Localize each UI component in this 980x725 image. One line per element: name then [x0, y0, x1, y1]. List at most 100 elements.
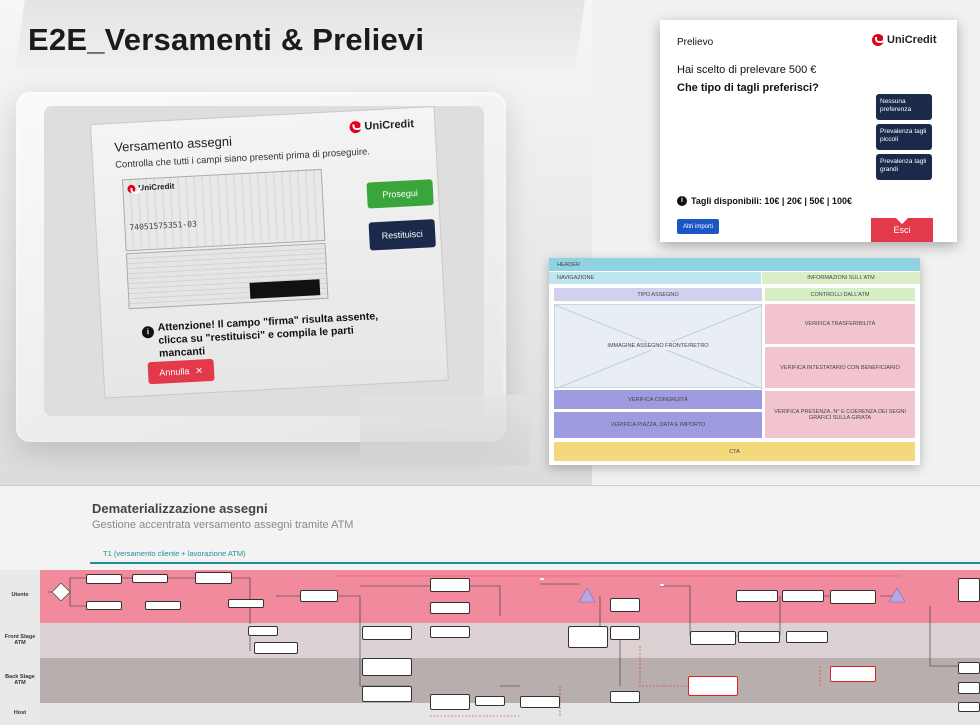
info-icon: i	[141, 325, 155, 339]
flow-node	[430, 578, 470, 592]
flow-node	[300, 590, 338, 602]
annulla-button[interactable]: Annulla ✕	[147, 358, 215, 385]
cheque-number: 74051575351-03	[129, 219, 198, 233]
flow-node	[228, 599, 264, 608]
option-tagli-piccoli[interactable]: Prevalenza tagli piccoli	[876, 124, 932, 150]
page-title: E2E_Versamenti & Prelievi	[28, 22, 425, 57]
close-icon: ✕	[195, 364, 204, 376]
flow-node	[958, 662, 980, 674]
tab-underline	[90, 562, 980, 564]
wf-cta: CTA	[554, 442, 915, 461]
unicredit-mark-icon	[127, 184, 136, 193]
wf-verifica-intestatario: VERIFICA INTESTATARIO CON BENEFICIARIO	[765, 347, 915, 388]
wf-header: HEADER	[549, 258, 920, 271]
flow-node	[782, 590, 824, 602]
logo-text: UniCredit	[364, 118, 415, 133]
lane-label-column	[0, 570, 40, 725]
wf-verifica-congruita: VERIFICA CONGRUITÀ	[554, 390, 762, 409]
flow-node	[690, 631, 736, 645]
flow-node	[430, 626, 470, 638]
flow-node	[660, 584, 664, 586]
blueprint-title: Dematerializzazione assegni	[92, 501, 268, 516]
flow-node	[786, 631, 828, 643]
flow-node-error	[830, 666, 876, 682]
warning-text: Attenzione! Il campo "firma" risulta ass…	[157, 310, 379, 360]
flow-node	[958, 578, 980, 602]
info-icon: i	[677, 196, 687, 206]
flow-node	[362, 686, 412, 702]
flow-node	[248, 626, 278, 636]
cheque-front-image: UniCredit 74051575351-03	[121, 168, 326, 252]
service-blueprint: Dematerializzazione assegni Gestione acc…	[0, 485, 980, 725]
flow-node	[430, 694, 470, 710]
atm-slot	[360, 395, 530, 465]
flow-node	[738, 631, 780, 643]
cheque-logo-text: UniCredit	[138, 181, 175, 193]
lane-host	[40, 703, 980, 725]
restituisci-button[interactable]: Restituisci	[368, 219, 436, 251]
lane-label-front: Front Stage ATM	[4, 634, 36, 646]
flow-node	[610, 598, 640, 612]
warning-message: i Attenzione! Il campo "firma" risulta a…	[141, 309, 403, 362]
flow-node	[145, 601, 181, 610]
lane-label-utente: Utente	[11, 592, 29, 598]
tagli-info-text: Tagli disponibili: 10€ | 20€ | 50€ | 100…	[691, 196, 852, 206]
wf-info-atm: INFORMAZIONI SULL'ATM	[762, 272, 920, 284]
flow-node	[86, 601, 122, 610]
prelievo-title: Prelievo	[677, 37, 714, 48]
decision-triangle	[888, 587, 906, 603]
wf-immagine: IMMAGINE ASSEGNO FRONTE/RETRO	[554, 304, 763, 389]
lane-back-stage	[40, 658, 980, 703]
wf-immagine-label: IMMAGINE ASSEGNO FRONTE/RETRO	[606, 342, 710, 350]
blueprint-tab[interactable]: T1 (versamento cliente + lavorazione ATM…	[103, 549, 246, 558]
flow-node	[362, 626, 412, 640]
flow-node	[132, 574, 168, 583]
altri-importi-button[interactable]: Altri importi	[677, 219, 719, 234]
flow-node	[736, 590, 778, 602]
flow-node	[568, 626, 608, 648]
wf-controlli: CONTROLLI DALL'ATM	[765, 288, 915, 301]
unicredit-logo: UniCredit	[349, 118, 415, 134]
tagli-info: i Tagli disponibili: 10€ | 20€ | 50€ | 1…	[677, 196, 852, 206]
flow-node	[430, 602, 470, 614]
flow-node	[254, 642, 298, 654]
esci-button[interactable]: Esci	[871, 218, 933, 242]
flow-node	[610, 691, 640, 703]
wireframe: HEADER NAVIGAZIONE INFORMAZIONI SULL'ATM…	[549, 258, 920, 465]
flow-node	[195, 572, 232, 584]
flow-node	[540, 578, 544, 580]
flow-node	[86, 574, 122, 584]
wf-verifica-trasferibilita: VERIFICA TRASFERIBILITÀ	[765, 304, 915, 344]
cheque-logo: UniCredit	[127, 181, 175, 193]
flow-node	[362, 658, 412, 676]
annulla-label: Annulla	[159, 366, 190, 378]
flow-node	[958, 702, 980, 712]
flow-node	[958, 682, 980, 694]
prosegui-button[interactable]: Prosegui	[366, 179, 434, 209]
logo-text: UniCredit	[887, 34, 937, 46]
blueprint-subtitle: Gestione accentrata versamento assegni t…	[92, 519, 354, 531]
lane-label-host: Host	[13, 710, 27, 716]
unicredit-mark-icon	[349, 120, 362, 134]
flow-node	[830, 590, 876, 604]
wf-verifica-presenza: VERIFICA PRESENZA, N° E COERENZA DEI SEG…	[765, 391, 915, 438]
lane-label-back: Back Stage ATM	[5, 674, 35, 686]
amount-text: Hai scelto di prelevare 500 €	[677, 64, 817, 76]
option-nessuna-preferenza[interactable]: Nessuna preferenza	[876, 94, 932, 120]
wf-nav: NAVIGAZIONE	[549, 272, 761, 284]
screen-title: Versamento assegni	[113, 133, 233, 155]
flow-node	[475, 696, 505, 706]
decision-triangle	[578, 587, 596, 603]
option-tagli-grandi[interactable]: Prevalenza tagli grandi	[876, 154, 932, 180]
flow-node-error	[688, 676, 738, 696]
atm-photo: Versamento assegni UniCredit Controlla c…	[0, 0, 592, 485]
wf-verifica-piazza: VERIFICA PIAZZA, DATA E IMPORTO	[554, 412, 762, 438]
unicredit-mark-icon	[872, 34, 885, 46]
flow-node	[520, 696, 560, 708]
cheque-back-image	[125, 242, 329, 310]
question-text: Che tipo di tagli preferisci?	[677, 82, 819, 94]
prelievo-screen: Prelievo UniCredit Hai scelto di preleva…	[660, 20, 957, 242]
wf-tipo-assegno: TIPO ASSEGNO	[554, 288, 762, 301]
flow-node	[610, 626, 640, 640]
atm-screen: Versamento assegni UniCredit Controlla c…	[90, 105, 449, 399]
